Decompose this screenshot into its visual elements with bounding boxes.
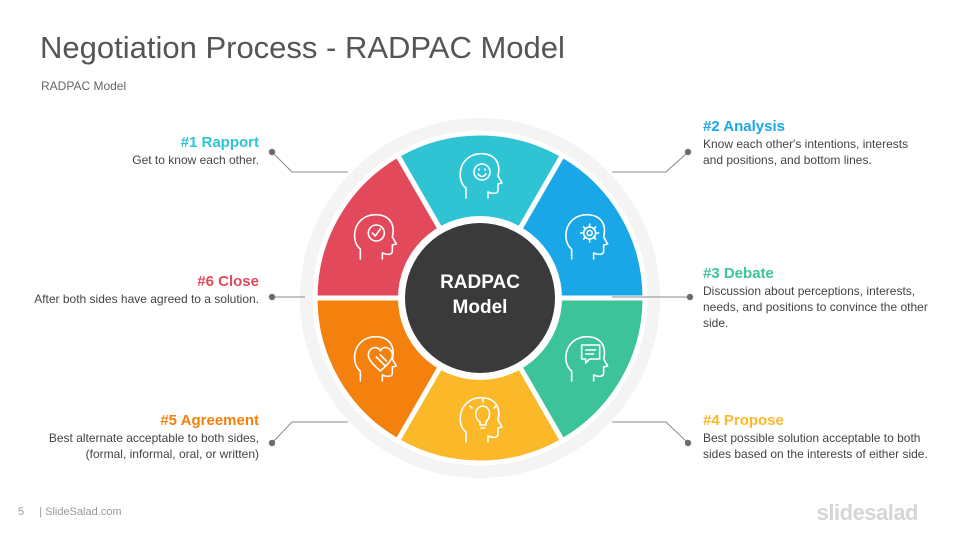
page-title: Negotiation Process - RADPAC Model [40,30,565,65]
heading-close: #6 Close [197,273,259,290]
gear-head-icon [565,213,609,260]
page-number: 5 [18,506,25,518]
check-head-icon [353,213,398,260]
label-agreement: #5 Agreement Best alternate acceptable t… [34,411,259,462]
heading-propose: #4 Propose [703,412,784,429]
desc-analysis: Know each other's intentions, interests … [703,137,909,167]
label-analysis: #2 Analysis Know each other's intentions… [703,117,928,168]
desc-agreement: Best alternate acceptable to both sides,… [48,431,259,461]
connector-dot-rapport [268,148,276,156]
handshake-head-icon [353,335,398,382]
icon-group [353,152,609,443]
label-propose: #4 Propose Best possible solution accept… [703,411,928,462]
desc-propose: Best possible solution acceptable to bot… [703,431,928,461]
center-label-line2: Model [452,297,508,318]
center-label: RADPAC Model [405,270,555,320]
page-subtitle: RADPAC Model [41,79,127,93]
segment-propose [394,293,566,466]
brand-logo: slidesalad [816,500,919,525]
center-label-line1: RADPAC [440,272,520,293]
bulb-head-icon [459,396,503,443]
footer: 5 | SlideSalad.com [18,506,122,518]
connector-rapport [271,151,348,173]
connector-dot-agreement [268,439,276,447]
connector-dot-propose [684,439,692,447]
desc-debate: Discussion about perceptions, interests,… [703,284,928,330]
segment-rapport [394,130,566,303]
center-circle [405,223,555,373]
heading-agreement: #5 Agreement [160,412,259,429]
heading-analysis: #2 Analysis [703,118,785,135]
connector-dot-debate [686,293,694,301]
connector-dot-analysis [684,148,692,156]
label-debate: #3 Debate Discussion about perceptions, … [703,264,928,331]
heading-rapport: #1 Rapport [180,134,259,151]
connector-propose [612,421,689,444]
desc-close: After both sides have agreed to a soluti… [34,292,259,306]
connector-group [268,148,694,447]
footer-site[interactable]: | SlideSalad.com [39,506,122,518]
speech-head-icon [565,335,609,382]
label-close: #6 Close After both sides have agreed to… [34,272,259,307]
connector-analysis [612,151,689,173]
label-rapport: #1 Rapport Get to know each other. [34,133,259,168]
connector-agreement [271,421,348,444]
connector-dot-close [268,293,276,301]
smile-head-icon [459,152,503,199]
desc-rapport: Get to know each other. [132,153,259,167]
heading-debate: #3 Debate [703,265,774,282]
